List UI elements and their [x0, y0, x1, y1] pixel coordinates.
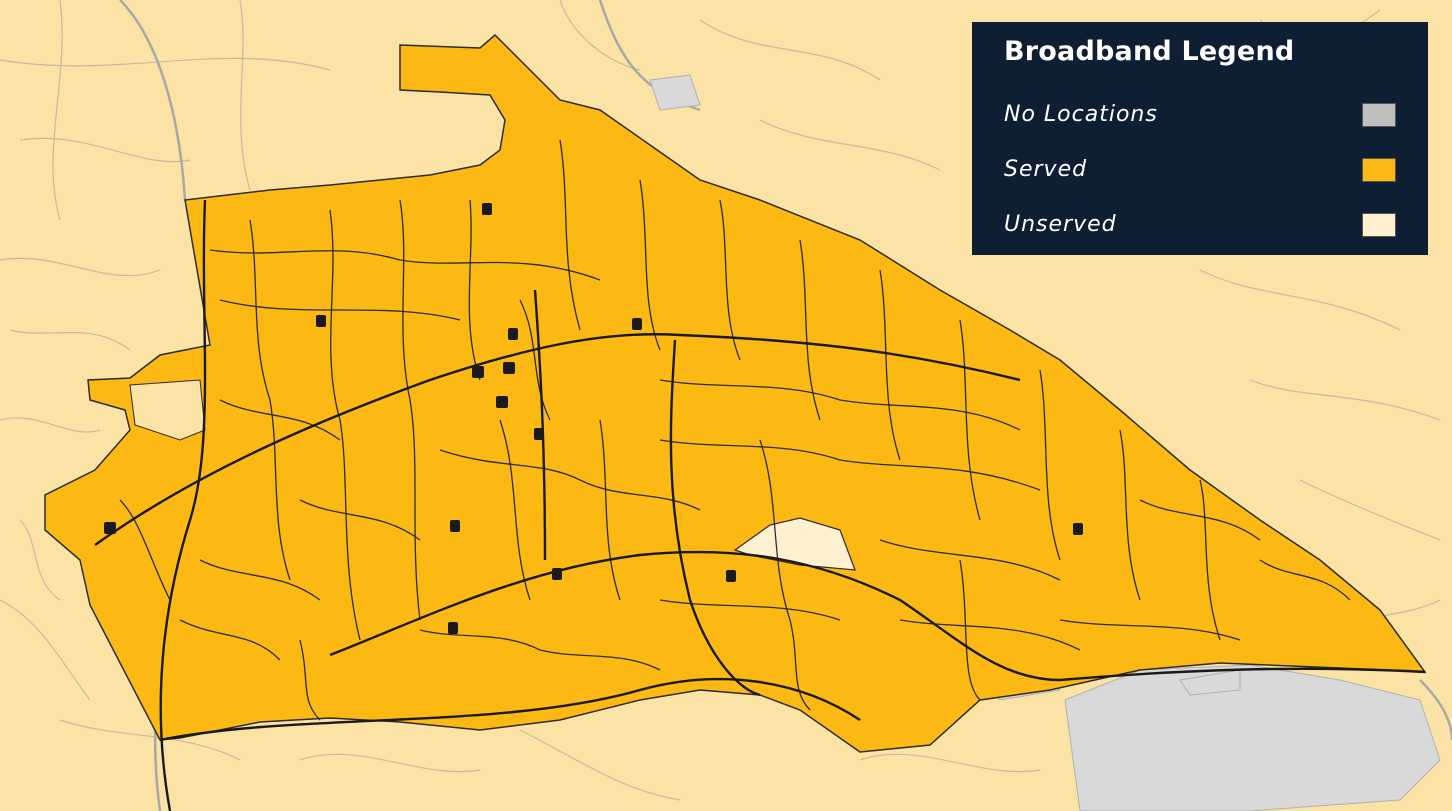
train-station-icon — [503, 362, 515, 374]
bus-stop-icon — [726, 570, 736, 582]
bus-stop-icon — [448, 622, 458, 634]
bus-stop-icon — [450, 520, 460, 532]
bus-stop-icon — [316, 315, 326, 327]
bus-stop-icons — [104, 203, 1083, 634]
legend-swatch — [1362, 157, 1396, 182]
train-station-icon — [104, 522, 116, 534]
bus-stop-icon — [534, 428, 544, 440]
bus-stop-icon — [552, 568, 562, 580]
legend-swatch — [1362, 102, 1396, 127]
legend-item-unserved: Unserved — [1004, 197, 1396, 252]
train-station-icon — [496, 396, 508, 408]
train-station-icon — [472, 366, 484, 378]
bus-stop-icon — [482, 203, 492, 215]
bus-stop-icon — [508, 328, 518, 340]
served-area — [44, 33, 1427, 753]
legend-title: Broadband Legend — [1004, 36, 1295, 67]
legend-label: Served — [1004, 157, 1088, 182]
served-area-streets — [119, 139, 1351, 721]
legend-swatch — [1362, 212, 1396, 237]
broadband-legend: Broadband Legend No Locations Served Uns… — [972, 22, 1428, 255]
train-station-icon — [632, 318, 642, 330]
legend-label: No Locations — [1004, 102, 1158, 127]
legend-item-served: Served — [1004, 142, 1396, 197]
excluded-area — [129, 379, 206, 441]
legend-item-no-locations: No Locations — [1004, 87, 1396, 142]
bus-stop-icon — [1073, 523, 1083, 535]
legend-label: Unserved — [1004, 212, 1117, 237]
major-roads — [94, 199, 1426, 811]
